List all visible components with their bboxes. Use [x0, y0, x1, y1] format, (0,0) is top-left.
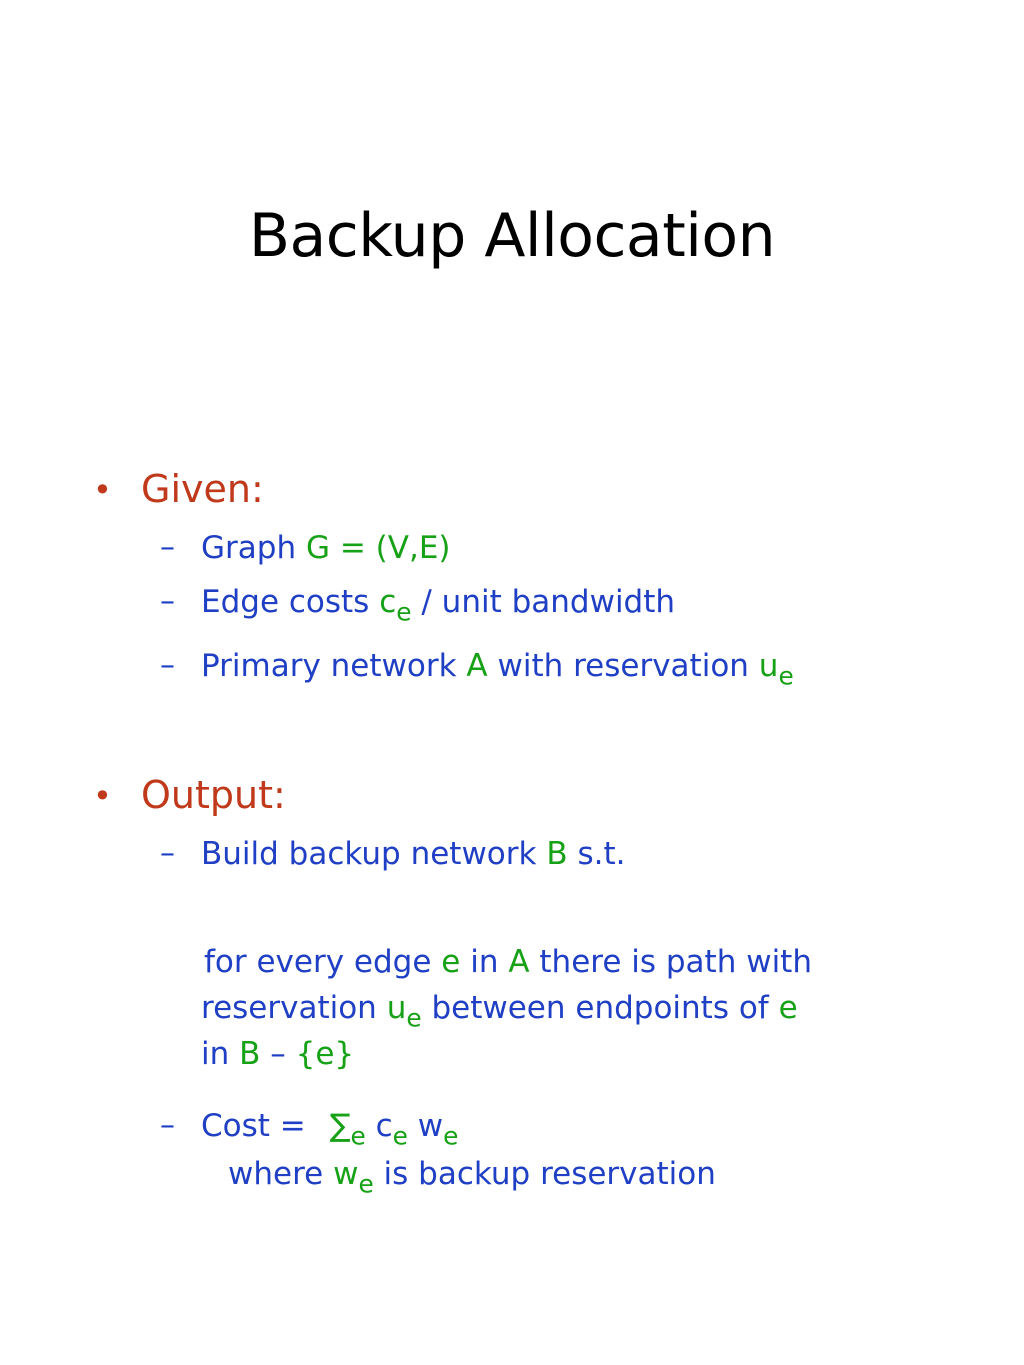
graph-value: G = (V,E) — [305, 530, 451, 566]
edge-cost-sub: e — [396, 597, 412, 627]
condition-var-u-sub: e — [406, 1003, 422, 1033]
condition-var-b: B — [239, 1036, 261, 1072]
where-w: w — [333, 1156, 359, 1192]
condition-text: there is path with — [529, 944, 812, 980]
condition-var-a: A — [508, 944, 530, 980]
condition-text: reservation — [201, 990, 387, 1026]
primary-dash: – — [160, 648, 175, 683]
given-heading: Given: — [141, 467, 264, 511]
output-bullet: • — [93, 777, 112, 815]
output-heading: Output: — [141, 773, 286, 817]
condition-var-e: e — [441, 944, 461, 980]
build-label: Build backup network — [201, 836, 547, 872]
where-w-sub: e — [358, 1169, 374, 1199]
build-rest: s.t. — [567, 836, 626, 872]
condition-line-2: reservation ue between endpoints of e — [201, 988, 798, 1031]
cost-c: c — [365, 1108, 393, 1144]
edge-cost-var: c — [379, 584, 397, 620]
graph-label: Graph — [201, 530, 306, 566]
cost-dash: – — [160, 1108, 175, 1143]
condition-text: – — [260, 1036, 296, 1072]
where-label: where — [228, 1156, 334, 1192]
condition-set: {e} — [295, 1036, 355, 1072]
edge-costs-line: Edge costs ce / unit bandwidth — [201, 582, 676, 625]
slide-title: Backup Allocation — [248, 201, 776, 271]
primary-var2: u — [758, 648, 779, 684]
condition-text: for every edge — [204, 944, 442, 980]
given-bullet: • — [93, 471, 112, 509]
condition-var-e: e — [778, 990, 798, 1026]
condition-text: in — [201, 1036, 240, 1072]
edge-costs-label: Edge costs — [201, 584, 380, 620]
condition-var-u: u — [386, 990, 407, 1026]
graph-dash: – — [160, 530, 175, 565]
cost-label: Cost = — [201, 1108, 316, 1144]
condition-text: in — [460, 944, 509, 980]
condition-line-3: in B – {e} — [201, 1034, 354, 1074]
cost-w: w — [407, 1108, 444, 1144]
primary-label: Primary network — [201, 648, 467, 684]
condition-text: between endpoints of — [421, 990, 779, 1026]
condition-line-1: for every edge e in A there is path with — [204, 942, 812, 982]
primary-var: A — [466, 648, 488, 684]
graph-line: Graph G = (V,E) — [201, 528, 451, 568]
build-var: B — [546, 836, 568, 872]
primary-sub: e — [778, 661, 794, 691]
edge-costs-dash: – — [160, 584, 175, 619]
cost-line: Cost = ∑e ce we — [201, 1106, 458, 1149]
build-dash: – — [160, 836, 175, 871]
primary-mid: with reservation — [487, 648, 759, 684]
where-rest: is backup reservation — [373, 1156, 716, 1192]
where-line: where we is backup reservation — [228, 1154, 716, 1197]
cost-w-sub: e — [443, 1121, 459, 1151]
primary-line: Primary network A with reservation ue — [201, 646, 794, 689]
build-line: Build backup network B s.t. — [201, 834, 625, 874]
sigma-sub: e — [350, 1121, 366, 1151]
edge-costs-rest: / unit bandwidth — [411, 584, 676, 620]
cost-c-sub: e — [392, 1121, 408, 1151]
sigma-symbol: ∑ — [329, 1108, 351, 1144]
